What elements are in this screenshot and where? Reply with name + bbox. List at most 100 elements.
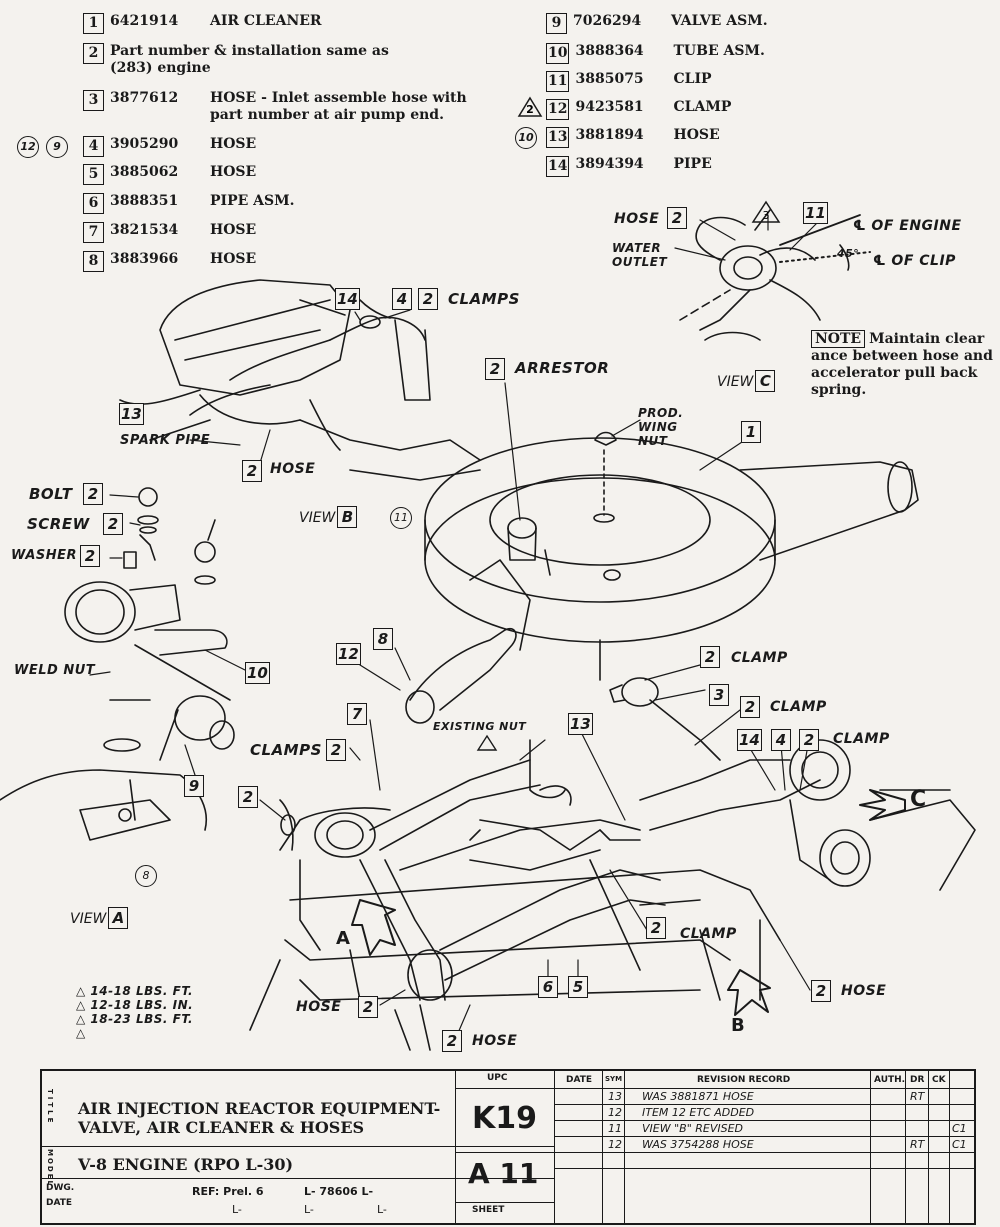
- part-number: 6421914: [110, 13, 179, 29]
- part-description: AIR CLEANER: [210, 13, 322, 29]
- rev-sym: 12: [608, 1138, 622, 1151]
- item-2-box: 2: [811, 980, 831, 1002]
- item-number: 6: [83, 193, 104, 214]
- item-10-box: 10: [245, 662, 270, 684]
- torque-triangle-icon: 3: [751, 200, 781, 223]
- part-description: HOSE: [210, 164, 257, 180]
- part-number: 3894394: [575, 156, 644, 172]
- rev-record: VIEW "B" REVISED: [642, 1122, 744, 1135]
- hose-label: HOSE: [841, 983, 887, 999]
- item-7-box: 7: [347, 703, 367, 725]
- item-14-box: 14: [737, 729, 762, 751]
- engine-assembly-illustration: [249, 627, 976, 1051]
- item-2-box: 2: [799, 729, 819, 751]
- rev-sym-header: SYM: [605, 1075, 623, 1083]
- arrestor-label: ARRESTOR: [515, 359, 610, 377]
- existing-nut-text: EXISTING NUT: [433, 720, 527, 733]
- item-number: 14: [546, 156, 570, 177]
- torque-row: △ 14-18 LBS. FT.: [76, 984, 194, 998]
- part-description: HOSE: [210, 222, 257, 238]
- item-3-box: 3: [709, 684, 729, 706]
- torque-row: △: [76, 1026, 86, 1040]
- item-2-box: 2: [103, 513, 123, 535]
- view-text: VIEW: [299, 510, 336, 526]
- torque-row: △ 12-18 LBS. IN.: [76, 998, 194, 1012]
- item-number: 7: [83, 222, 104, 243]
- torque-legend: △ 14-18 LBS. FT. △ 12-18 LBS. IN. △ 18-2…: [76, 984, 193, 1040]
- item-2-box: 2: [358, 996, 378, 1018]
- item-5-box: 5: [568, 976, 588, 998]
- item-2-box: 2: [667, 207, 687, 229]
- title-line: AIR INJECTION REACTOR EQUIPMENT-: [78, 1099, 441, 1118]
- ref-circle: 12: [17, 136, 39, 158]
- part-number: 3905290: [110, 136, 179, 152]
- part-description: HOSE: [673, 127, 720, 143]
- part-number: 3888351: [110, 193, 179, 209]
- part-number: 3881894: [575, 127, 644, 143]
- part-description: PIPE ASM.: [210, 193, 295, 209]
- hose-label: HOSE: [472, 1033, 518, 1049]
- part-number: 3888364: [575, 43, 644, 59]
- part-description: VALVE ASM.: [671, 13, 768, 29]
- view-letter-box: B: [337, 506, 358, 528]
- bolt-label: BOLT: [29, 485, 73, 503]
- item-2-box: 2: [238, 786, 258, 808]
- item-2-box: 2: [646, 917, 666, 939]
- part-number: 3821534: [110, 222, 179, 238]
- rev-auth-header: AUTH.: [874, 1075, 906, 1085]
- sheet-label: SHEET: [472, 1205, 505, 1215]
- view-letter-box: C: [755, 370, 776, 392]
- rev-sym: 11: [608, 1122, 622, 1135]
- item-number: 8: [83, 251, 104, 272]
- view-letter-box: A: [108, 907, 129, 929]
- item-number: 12: [546, 99, 570, 120]
- item-number: 3: [83, 90, 104, 111]
- part-number: 7026294: [573, 13, 642, 29]
- rev-record-header: REVISION RECORD: [697, 1075, 791, 1085]
- item-number: 9: [546, 13, 567, 34]
- l-mark: L-: [304, 1203, 314, 1216]
- ref-circle: 11: [390, 507, 412, 529]
- clamp-label: CLAMP: [731, 650, 788, 666]
- angle-label: 45°: [837, 247, 860, 260]
- water-outlet-label: WATER OUTLET: [612, 241, 668, 269]
- part-description: TUBE ASM.: [673, 43, 765, 59]
- part-description: Part number & installation same as (283)…: [110, 43, 389, 76]
- item-number: 13: [546, 127, 570, 148]
- view-arrows: [351, 789, 906, 1016]
- date-label: DATE: [46, 1198, 73, 1208]
- view-b-illustration: [119, 279, 481, 481]
- item-2-box: 2: [485, 358, 505, 380]
- item-2-box: 2: [83, 483, 103, 505]
- view-c-illustration: [679, 209, 871, 341]
- screw-label: SCREW: [27, 515, 90, 533]
- clamps-label: CLAMPS: [448, 290, 520, 308]
- washer-label: WASHER: [11, 548, 78, 563]
- item-2-box: 2: [700, 646, 720, 668]
- part-row: 13 3881894 HOSE: [546, 127, 720, 148]
- upc-label: UPC: [487, 1073, 508, 1083]
- dwg-label: DWG.: [46, 1183, 75, 1193]
- item-14-box: 14: [335, 288, 360, 310]
- existing-nut-label: EXISTING NUT: [433, 720, 526, 733]
- view-text: VIEW: [70, 911, 107, 927]
- part-description: CLIP: [673, 71, 712, 87]
- note-tag: NOTE: [811, 330, 866, 348]
- rev-record: ITEM 12 ETC ADDED: [642, 1106, 755, 1119]
- air-cleaner-illustration: [424, 431, 919, 681]
- item-1-box: 1: [741, 421, 761, 443]
- hose-label: HOSE: [270, 461, 316, 477]
- ref-number: L- 78606 L-: [304, 1185, 374, 1198]
- clamp-label: CLAMP: [770, 699, 827, 715]
- part-row: 1 6421914 AIR CLEANER: [83, 13, 322, 34]
- item-number: 1: [83, 13, 104, 34]
- rev-ck-header: CK: [932, 1075, 946, 1085]
